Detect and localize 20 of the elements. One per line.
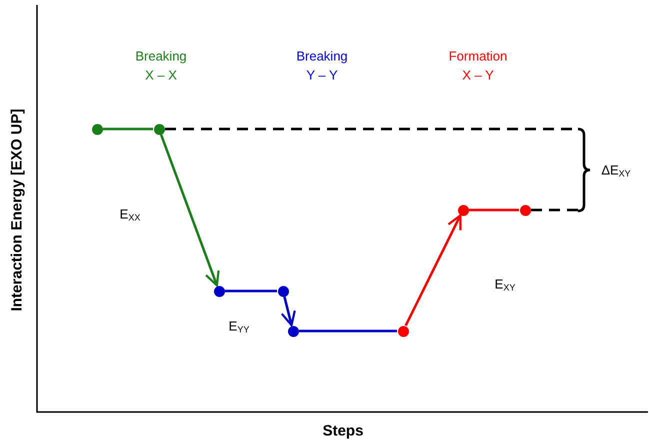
bond-label: X – Y — [462, 68, 494, 82]
energy-path-line — [225, 290, 277, 292]
bond-label: Y – Y — [306, 68, 338, 82]
energy-path-line — [160, 134, 220, 286]
energy-label: E$_{XY}$ — [494, 278, 516, 290]
axis-title: Steps — [322, 424, 364, 438]
energy-path-line — [103, 128, 153, 130]
energy-label: E$_{XX}$ — [120, 208, 140, 220]
axis-title: Interaction Energy [EXO UP] — [10, 108, 24, 312]
step-label: Breaking — [135, 50, 187, 62]
energy-path-line — [404, 214, 462, 326]
energy-path-line — [469, 208, 519, 212]
step-label: Breaking — [296, 50, 348, 62]
energy-difference-label: ΔE$_{XY}$ — [601, 164, 631, 176]
energy-label: E$_{YY}$ — [228, 320, 250, 332]
step-label: Formation — [448, 50, 508, 62]
energy-path-line — [299, 330, 397, 332]
energy-path-line — [280, 296, 296, 326]
dashed-reference-line — [531, 208, 578, 212]
bond-label: X – X — [145, 68, 177, 82]
